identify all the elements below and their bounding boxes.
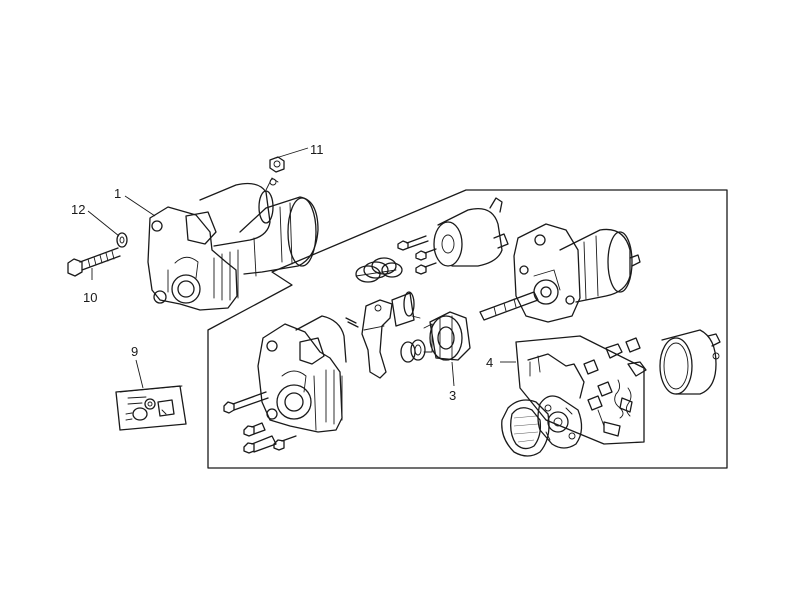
housing-bolts [223, 317, 359, 454]
washer-part-12 [116, 232, 128, 248]
brush-plate-part-4 [515, 335, 645, 445]
motor-yoke-assembly [513, 223, 641, 323]
callout-10: 10 [83, 290, 97, 305]
armature-shaft [479, 291, 539, 321]
callout-1: 1 [114, 186, 121, 201]
assembled-starter-motor [147, 177, 319, 311]
commutator-end-plate [537, 395, 583, 449]
callout-12: 12 [71, 202, 85, 217]
circlip-washers [400, 339, 426, 363]
callout-leaders [87, 147, 516, 389]
callout-3: 3 [449, 388, 456, 403]
callout-4: 4 [486, 355, 493, 370]
plunger [391, 291, 421, 327]
callout-11: 11 [310, 142, 324, 157]
shift-fork [361, 299, 393, 379]
kit-part-9 [115, 385, 187, 431]
pinion-drive-part-3 [423, 311, 471, 361]
bolt-part-10 [67, 247, 121, 277]
solenoid-screws [397, 235, 437, 275]
callout-9: 9 [131, 344, 138, 359]
drive-end-housing [257, 315, 347, 433]
exploded-view-frame [207, 189, 728, 469]
end-cover [501, 399, 550, 457]
brushes [605, 337, 647, 377]
spring-rings [355, 257, 403, 283]
solenoid-switch [433, 197, 509, 267]
nut-part-11 [269, 156, 285, 173]
yoke-cover [659, 329, 721, 395]
